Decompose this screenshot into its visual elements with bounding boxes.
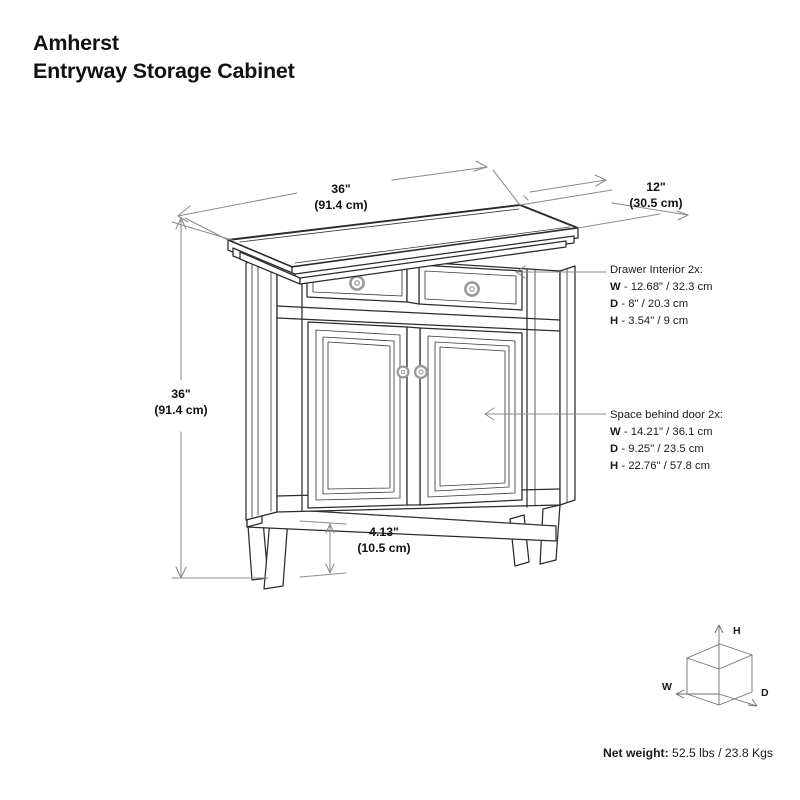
dimension-leg-imperial: 4.13"	[369, 525, 399, 539]
callout-space-value-w: - 14.21" / 36.1 cm	[623, 425, 713, 438]
callout-space-key-d: D	[610, 442, 619, 455]
callout-space-row-d: D - 9.25" / 23.5 cm	[610, 441, 723, 458]
dimension-label-width: 36" (91.4 cm)	[282, 181, 400, 213]
dimension-leg-metric: (10.5 cm)	[357, 541, 411, 556]
callout-drawer-interior: Drawer Interior 2x: W - 12.68" / 32.3 cm…	[610, 262, 713, 330]
callout-space-value-d: - 9.25" / 23.5 cm	[621, 442, 704, 455]
product-subtitle: Entryway Storage Cabinet	[33, 58, 295, 83]
leader-line-space-behind-door	[484, 407, 607, 421]
door-knob-right	[413, 364, 429, 380]
axis-legend-depth-label: D	[761, 687, 769, 699]
callout-drawer-key-d: D	[610, 297, 619, 310]
net-weight: Net weight: 52.5 lbs / 23.8 Kgs	[603, 746, 773, 760]
dimension-width-imperial: 36"	[331, 182, 351, 196]
callout-space-row-w: W - 14.21" / 36.1 cm	[610, 424, 723, 441]
callout-space-key-h: H	[610, 459, 619, 472]
net-weight-label: Net weight:	[602, 746, 669, 760]
cabinet-left-side-panel	[245, 252, 278, 521]
axis-legend-height-label: H	[733, 625, 741, 637]
callout-space-behind-door: Space behind door 2x: W - 14.21" / 36.1 …	[610, 407, 723, 475]
cabinet-top	[227, 204, 579, 285]
dimension-label-depth: 12" (30.5 cm)	[608, 179, 704, 211]
dimension-height-imperial: 36"	[171, 387, 191, 401]
callout-drawer-key-h: H	[610, 314, 619, 327]
callout-space-row-h: H - 22.76" / 57.8 cm	[610, 458, 723, 475]
page-title: Amherst Entryway Storage Cabinet	[33, 30, 295, 85]
drawer-knob-left	[349, 275, 365, 291]
callout-space-value-h: - 22.76" / 57.8 cm	[621, 459, 711, 472]
callout-drawer-value-w: - 12.68" / 32.3 cm	[623, 280, 713, 293]
cabinet-doors	[307, 321, 523, 509]
axis-legend-cube	[675, 624, 758, 707]
callout-drawer-value-d: - 8" / 20.3 cm	[621, 297, 689, 310]
callout-drawer-row-w: W - 12.68" / 32.3 cm	[610, 279, 713, 296]
drawer-knob-right	[464, 281, 480, 297]
dimension-line-depth	[519, 174, 689, 229]
dimension-depth-metric: (30.5 cm)	[629, 196, 683, 211]
dimension-width-metric: (91.4 cm)	[314, 198, 368, 213]
product-name: Amherst	[33, 31, 119, 55]
dimension-line-leg-clearance	[299, 520, 347, 578]
cabinet-right-side-panel	[559, 265, 576, 506]
dimension-line-height	[171, 217, 269, 579]
axis-legend-width-label: W	[662, 681, 672, 693]
dimension-label-leg-clearance: 4.13" (10.5 cm)	[328, 524, 440, 556]
leader-line-drawer	[515, 265, 607, 279]
dimension-height-metric: (91.4 cm)	[154, 403, 208, 418]
callout-drawer-key-w: W	[610, 280, 621, 293]
dimension-label-height: 36" (91.4 cm)	[133, 386, 229, 418]
dimension-depth-imperial: 12"	[646, 180, 666, 194]
cabinet-illustration	[227, 204, 579, 590]
callout-space-title: Space behind door 2x:	[610, 409, 724, 421]
net-weight-value: 52.5 lbs / 23.8 Kgs	[672, 746, 773, 760]
door-knob-left	[396, 365, 410, 379]
callout-drawer-title: Drawer Interior 2x:	[610, 264, 703, 276]
callout-space-key-w: W	[610, 425, 621, 438]
callout-drawer-value-h: - 3.54" / 9 cm	[621, 314, 689, 327]
callout-drawer-row-d: D - 8" / 20.3 cm	[610, 296, 713, 313]
callout-drawer-row-h: H - 3.54" / 9 cm	[610, 313, 713, 330]
